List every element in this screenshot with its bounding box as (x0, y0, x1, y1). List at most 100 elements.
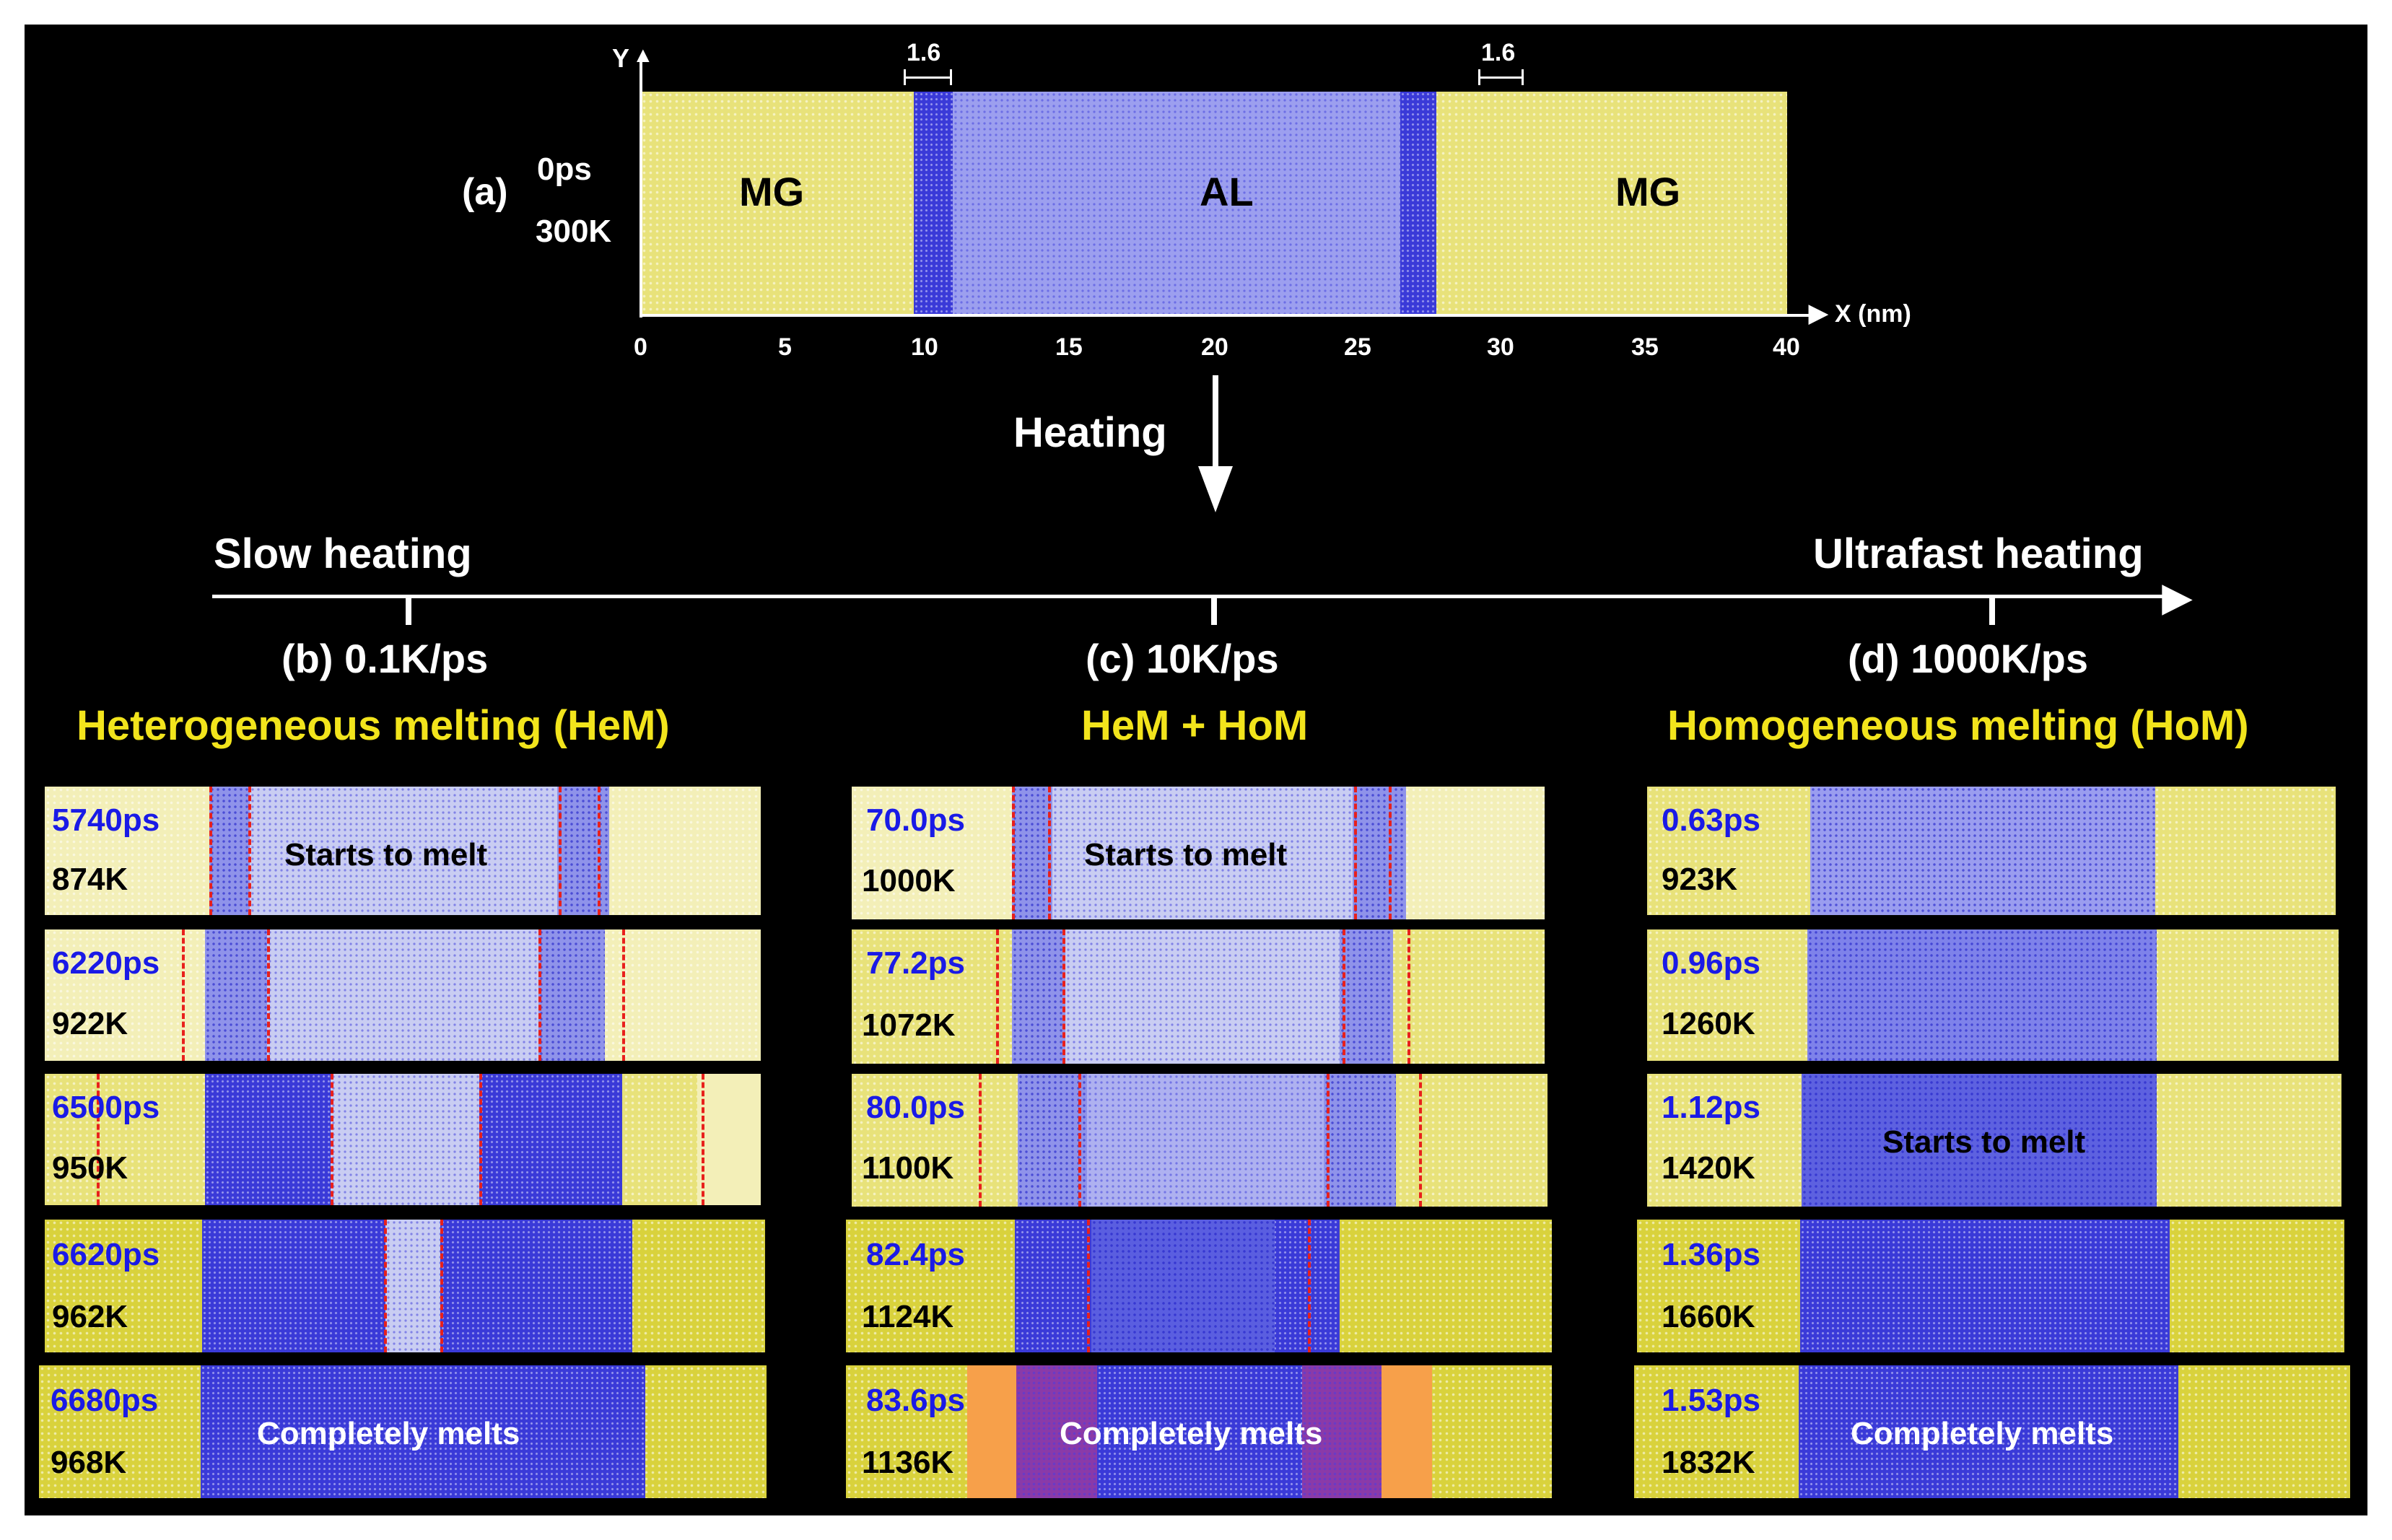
al-region (385, 1220, 440, 1352)
interface-line (1078, 1074, 1081, 1207)
snapshot-temperature: 922K (52, 1006, 128, 1041)
x-axis-label: X (nm) (1835, 300, 1911, 328)
melted-zone (205, 1074, 331, 1205)
heating-arrow-shaft (1213, 375, 1218, 469)
interface-line (702, 1074, 704, 1205)
interface-line (267, 929, 270, 1061)
x-tick-label: 0 (634, 333, 647, 361)
rate-tick-b (406, 596, 411, 625)
interface-width-right: 1.6 (1481, 39, 1516, 66)
snapshot-b-2: 6220ps 922K (45, 929, 761, 1061)
interface-line (996, 929, 999, 1064)
interface-line (1419, 1074, 1422, 1207)
melted-zone (1800, 1220, 2170, 1352)
interface-line (1343, 929, 1345, 1064)
al-region (1802, 1074, 2157, 1207)
snapshot-note: Starts to melt (1084, 837, 1288, 872)
interface-line (384, 1220, 387, 1352)
snapshot-b-3: 6500ps 950K (45, 1074, 761, 1205)
snapshot-time: 80.0ps (866, 1090, 965, 1125)
snapshot-c-3: 80.0ps 1100K (852, 1074, 1548, 1207)
interface-line (182, 929, 185, 1061)
column-d-mode: Homogeneous melting (HoM) (1667, 702, 2249, 749)
highlight-zone (1016, 1365, 1097, 1498)
interface-line (1308, 1220, 1311, 1352)
interface-zone (538, 929, 605, 1061)
snapshot-c-1: 70.0ps 1000K Starts to melt (852, 787, 1545, 919)
y-axis-label: Y (612, 43, 630, 73)
snapshot-time: 0.63ps (1662, 802, 1760, 838)
x-tick-label: 10 (911, 333, 938, 361)
al-region (1810, 787, 2155, 915)
snapshot-note: Starts to melt (284, 837, 488, 872)
highlight-zone (1302, 1365, 1381, 1498)
snapshot-temperature: 1124K (862, 1299, 954, 1334)
snapshot-d-4: 1.36ps 1660K (1637, 1220, 2344, 1352)
interface-width-left-cap (950, 69, 952, 85)
rate-axis-arrowhead: ▶ (2162, 577, 2191, 618)
rate-tick-d (1989, 596, 1995, 625)
snapshot-time: 6220ps (52, 945, 160, 981)
interface-line (440, 1220, 443, 1352)
snapshot-time: 5740ps (52, 802, 160, 838)
interface-width-right-bracket (1478, 76, 1523, 79)
snapshot-c-4: 82.4ps 1124K (846, 1220, 1552, 1352)
interface-line (979, 1074, 982, 1207)
snapshot-time: 0.96ps (1662, 945, 1760, 981)
interface-width-left-bracket (904, 76, 951, 79)
interface-line (598, 787, 601, 915)
snapshot-b-5: 6680ps 968K Completely melts (39, 1365, 767, 1498)
initial-temperature: 300K (536, 214, 612, 249)
snapshot-note: Starts to melt (1882, 1124, 2086, 1160)
snapshot-time: 1.53ps (1662, 1383, 1760, 1418)
column-d-rate: (d) 1000K/ps (1848, 636, 2088, 681)
y-axis-arrowhead: ▲ (632, 43, 654, 67)
column-b-rate: (b) 0.1K/ps (281, 636, 489, 681)
x-tick-label: 30 (1487, 333, 1514, 361)
right-interface-zone (1400, 92, 1436, 314)
snapshot-note: Completely melts (257, 1416, 520, 1451)
interface-line (97, 1074, 100, 1205)
heating-arrowhead (1198, 466, 1233, 512)
snapshot-temperature: 1420K (1662, 1150, 1755, 1186)
x-axis-line (640, 314, 1817, 317)
x-tick-label: 40 (1773, 333, 1800, 361)
x-tick-label: 5 (778, 333, 792, 361)
snapshot-time: 1.12ps (1662, 1090, 1760, 1125)
al-region (1052, 787, 1387, 919)
interface-width-right-cap (1478, 69, 1480, 85)
ultrafast-heating-label: Ultrafast heating (1813, 530, 2144, 577)
snapshot-temperature: 874K (52, 862, 128, 897)
column-c-mode: HeM + HoM (1081, 702, 1309, 749)
x-axis-arrowhead: ▶ (1809, 299, 1828, 327)
interface-zone (1324, 1074, 1396, 1207)
interface-line (1087, 1220, 1090, 1352)
interface-line (1354, 787, 1357, 919)
left-interface-zone (914, 92, 953, 314)
snapshot-temperature: 950K (52, 1150, 128, 1186)
interface-width-left: 1.6 (907, 39, 941, 66)
al-region (1807, 929, 2157, 1061)
al-region (267, 929, 538, 1061)
al-region (331, 1074, 479, 1205)
interface-zone (209, 787, 250, 915)
snapshot-temperature: 1660K (1662, 1299, 1755, 1334)
column-b-mode: Heterogeneous melting (HeM) (77, 702, 670, 749)
al-region (953, 92, 1400, 314)
interface-line (1012, 787, 1015, 919)
interface-line (248, 787, 251, 915)
snapshot-b-4: 6620ps 962K (45, 1220, 765, 1352)
snapshot-temperature: 1136K (862, 1445, 954, 1480)
snapshot-temperature: 1072K (862, 1007, 956, 1043)
interface-zone (557, 787, 609, 915)
snapshot-time: 6500ps (52, 1090, 160, 1125)
snapshot-c-5: 83.6ps 1136K Completely melts (846, 1365, 1552, 1498)
interface-line (1062, 929, 1065, 1064)
melted-zone (440, 1220, 632, 1352)
highlight-zone (1381, 1365, 1432, 1498)
interface-line (559, 787, 562, 915)
snapshot-time: 70.0ps (866, 802, 965, 838)
panel-label-a: (a) (462, 171, 508, 213)
snapshot-temperature: 923K (1662, 862, 1738, 897)
snapshot-temperature: 1100K (862, 1150, 954, 1186)
